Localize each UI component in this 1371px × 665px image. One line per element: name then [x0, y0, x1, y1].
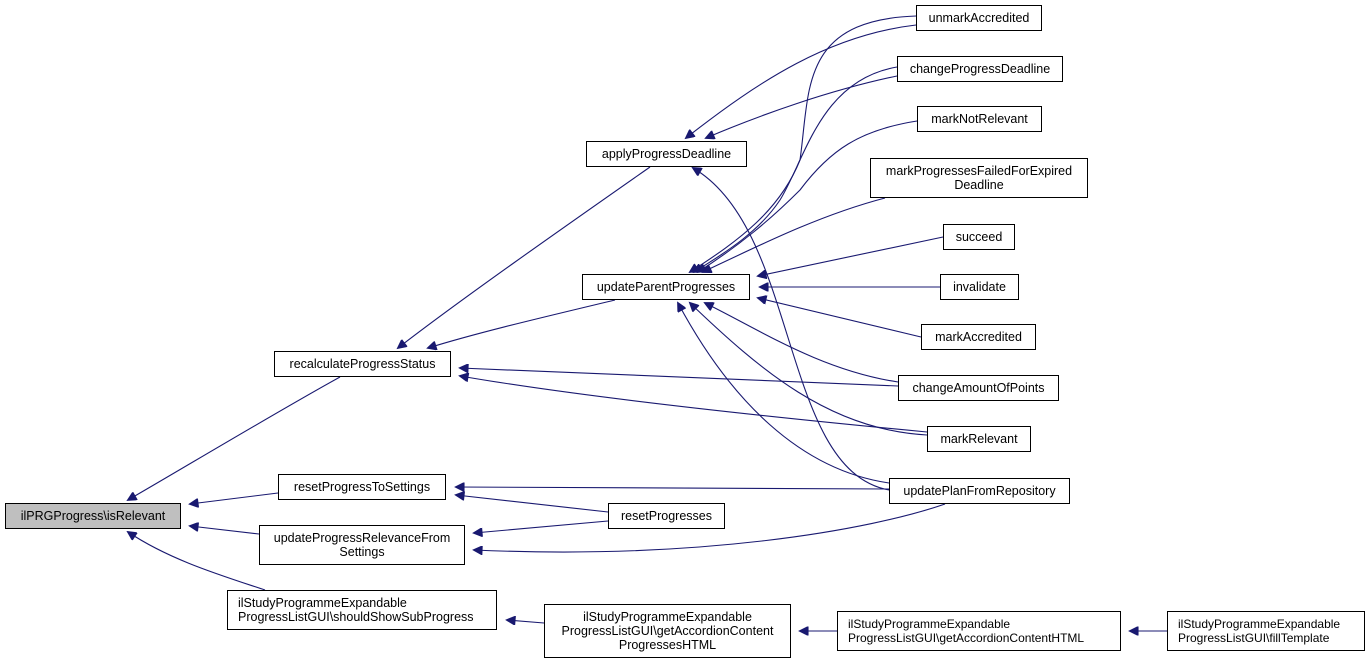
node-resetProgresses[interactable]: resetProgresses	[608, 503, 725, 529]
edge-getAccordionContentProgressesHTML-to-shouldShowSubProgress	[507, 620, 545, 623]
edge-unmarkAccredited-to-updateParentProgresses	[690, 15, 917, 272]
edge-applyProgressDeadline-to-recalculateProgressStatus	[398, 166, 651, 348]
node-updateProgressRelevanceFromSettings[interactable]: updateProgressRelevanceFrom Settings	[259, 525, 465, 565]
node-unmarkAccredited[interactable]: unmarkAccredited	[916, 5, 1042, 31]
edge-changeAmountOfPoints-to-updateParentProgresses	[705, 303, 899, 383]
node-markRelevant[interactable]: markRelevant	[927, 426, 1031, 452]
node-getAccordionContentProgressesHTML[interactable]: ilStudyProgrammeExpandable ProgressListG…	[544, 604, 791, 658]
edge-resetProgresses-to-updateProgressRelevanceFromSettings	[474, 520, 609, 533]
node-invalidate[interactable]: invalidate	[940, 274, 1019, 300]
edge-markAccredited-to-updateParentProgresses	[758, 298, 922, 338]
edge-updateProgressRelevanceFromSettings-to-isRelevant	[190, 526, 260, 535]
edge-markProgressesFailedForExpiredDeadline-to-updateParentProgresses	[703, 197, 886, 272]
node-applyProgressDeadline[interactable]: applyProgressDeadline	[586, 141, 747, 167]
edge-updatePlanFromRepository-to-resetProgressToSettings	[456, 487, 890, 489]
edge-recalculateProgressStatus-to-isRelevant	[128, 376, 341, 500]
edge-markRelevant-to-updateParentProgresses	[690, 303, 928, 436]
node-updateParentProgresses[interactable]: updateParentProgresses	[582, 274, 750, 300]
node-markNotRelevant[interactable]: markNotRelevant	[917, 106, 1042, 132]
edge-updatePlanFromRepository-to-updateProgressRelevanceFromSettings	[474, 503, 946, 552]
node-markAccredited[interactable]: markAccredited	[921, 324, 1036, 350]
node-getAccordionContentHTML[interactable]: ilStudyProgrammeExpandable ProgressListG…	[837, 611, 1121, 651]
node-isRelevant[interactable]: ilPRGProgress\isRelevant	[5, 503, 181, 529]
node-updatePlanFromRepository[interactable]: updatePlanFromRepository	[889, 478, 1070, 504]
edge-changeProgressDeadline-to-applyProgressDeadline	[706, 75, 898, 138]
edge-resetProgresses-to-resetProgressToSettings	[456, 495, 609, 513]
edge-updateParentProgresses-to-recalculateProgressStatus	[428, 299, 616, 348]
node-shouldShowSubProgress[interactable]: ilStudyProgrammeExpandable ProgressListG…	[227, 590, 497, 630]
node-recalculateProgressStatus[interactable]: recalculateProgressStatus	[274, 351, 451, 377]
edge-markNotRelevant-to-updateParentProgresses	[698, 120, 918, 272]
edge-resetProgressToSettings-to-isRelevant	[190, 492, 279, 504]
edge-unmarkAccredited-to-applyProgressDeadline	[686, 24, 917, 138]
node-markProgressesFailedForExpiredDeadline[interactable]: markProgressesFailedForExpired Deadline	[870, 158, 1088, 198]
edge-updatePlanFromRepository-to-updateParentProgresses	[678, 303, 890, 484]
node-changeProgressDeadline[interactable]: changeProgressDeadline	[897, 56, 1063, 82]
node-resetProgressToSettings[interactable]: resetProgressToSettings	[278, 474, 446, 500]
edge-changeAmountOfPoints-to-recalculateProgressStatus	[460, 368, 899, 387]
node-fillTemplate[interactable]: ilStudyProgrammeExpandable ProgressListG…	[1167, 611, 1365, 651]
edge-succeed-to-updateParentProgresses	[758, 236, 944, 276]
edge-shouldShowSubProgress-to-isRelevant	[128, 532, 266, 591]
node-succeed[interactable]: succeed	[943, 224, 1015, 250]
edge-markRelevant-to-recalculateProgressStatus	[460, 376, 928, 433]
edge-changeProgressDeadline-to-updateParentProgresses	[694, 66, 898, 272]
edge-updatePlanFromRepository-to-applyProgressDeadline	[693, 168, 890, 491]
node-changeAmountOfPoints[interactable]: changeAmountOfPoints	[898, 375, 1059, 401]
